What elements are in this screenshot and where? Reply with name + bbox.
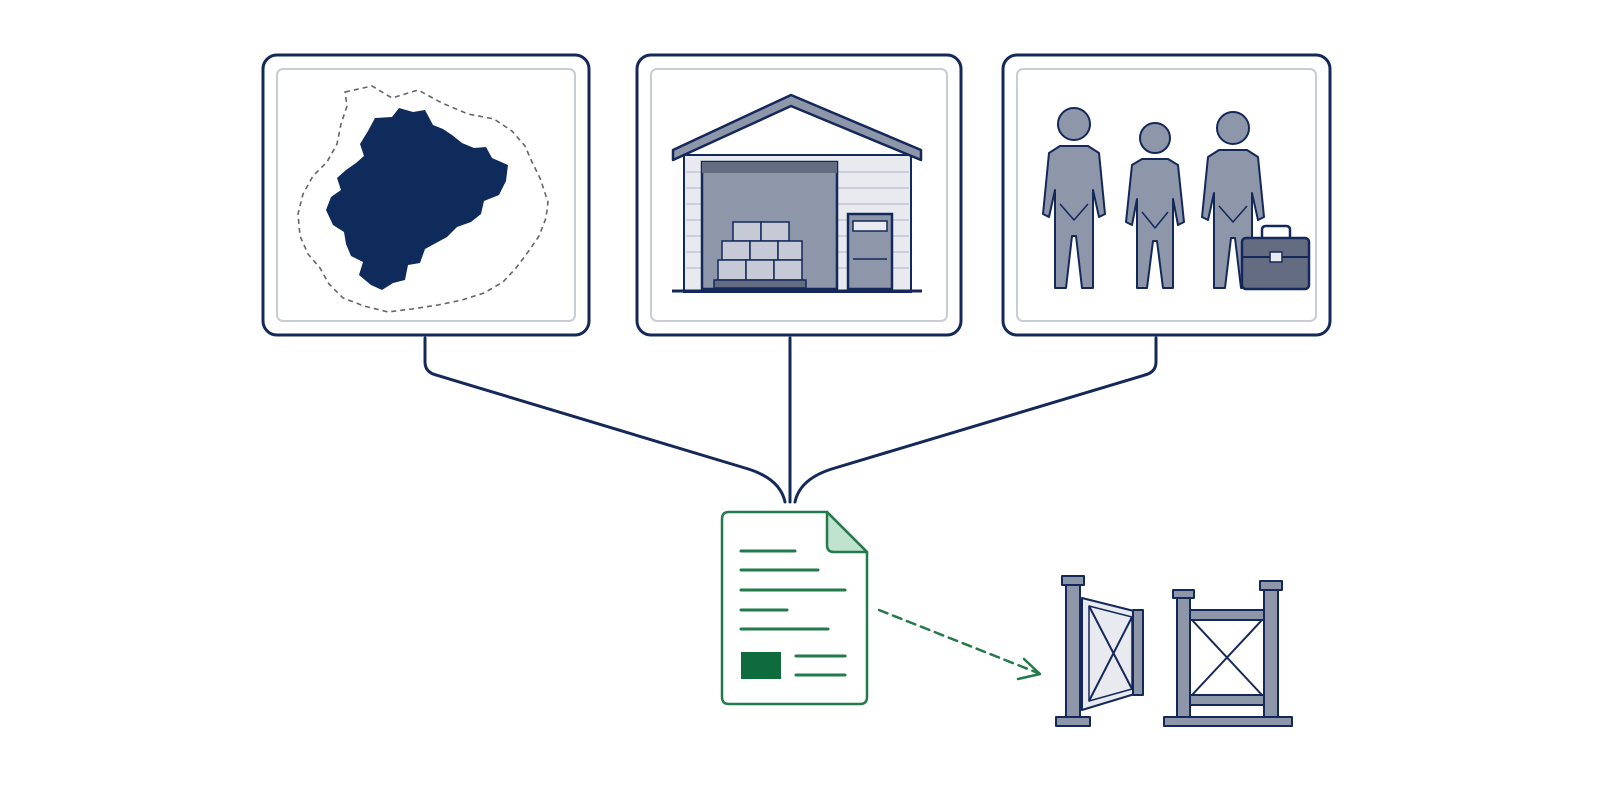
warehouse-panel bbox=[635, 53, 963, 337]
connector-workforce bbox=[793, 336, 1158, 504]
document-stamp-block bbox=[741, 652, 781, 679]
territory-map-icon bbox=[297, 85, 549, 313]
arrow-head bbox=[1016, 657, 1042, 681]
buffer-zone-outline bbox=[297, 85, 549, 313]
cargo-boxes bbox=[717, 221, 803, 281]
gate-post-left bbox=[1065, 583, 1081, 719]
panel-inner-frame bbox=[276, 68, 576, 322]
briefcase-icon bbox=[1240, 224, 1311, 291]
side-door-window bbox=[852, 220, 888, 232]
person-icon bbox=[1042, 107, 1106, 289]
dashed-arrow bbox=[877, 608, 1042, 681]
territory-shape bbox=[326, 108, 508, 290]
people-with-briefcase-icon bbox=[1042, 107, 1311, 291]
connector-territory bbox=[423, 336, 787, 504]
gate-leaf-open bbox=[1081, 597, 1144, 711]
panel-inner-frame bbox=[1016, 68, 1317, 322]
warehouse-icon bbox=[671, 93, 923, 293]
gate-base bbox=[1163, 716, 1293, 727]
person-icon bbox=[1125, 122, 1185, 289]
document-text-lines bbox=[739, 549, 847, 677]
loading-door-header bbox=[702, 162, 837, 173]
open-gate-icon bbox=[1055, 575, 1293, 727]
gate-post-middle bbox=[1176, 596, 1191, 719]
workforce-panel bbox=[1001, 53, 1332, 337]
territory-panel bbox=[261, 53, 591, 337]
connectors bbox=[423, 336, 1158, 504]
gate-post-right bbox=[1263, 588, 1279, 719]
pallet bbox=[713, 279, 807, 289]
warehouse-roof-outer bbox=[671, 93, 923, 162]
panel-inner-frame bbox=[650, 68, 948, 322]
gate-panel-fixed bbox=[1189, 609, 1265, 706]
document-folded-corner bbox=[825, 510, 869, 554]
document-icon bbox=[720, 510, 869, 706]
